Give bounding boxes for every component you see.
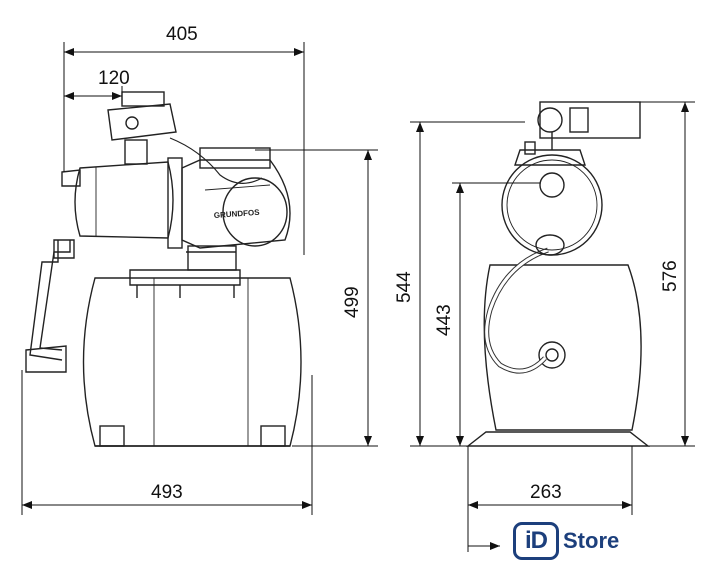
dim-405: 405: [166, 24, 198, 45]
dim-263: 263: [530, 482, 562, 503]
dim-544: 544: [394, 271, 415, 303]
idstore-logo: iD Store: [513, 520, 633, 562]
pressure-tank-side: [82, 277, 302, 447]
dim-493: 493: [151, 482, 183, 503]
dimension-lines: [21, 42, 695, 552]
dim-499: 499: [342, 286, 363, 318]
dim-576: 576: [660, 260, 681, 292]
dim-120: 120: [98, 68, 130, 89]
pressure-switch-front: [524, 101, 641, 155]
connection-hose: [25, 239, 75, 373]
dim-443: 443: [434, 304, 455, 336]
logo-word: Store: [563, 528, 620, 553]
pump-front: [501, 149, 603, 256]
side-view: [25, 91, 302, 447]
front-view: [465, 101, 651, 447]
power-cable: [169, 137, 263, 184]
brand-label: GRUNDFOS: [214, 208, 261, 220]
pump-body: [61, 157, 183, 249]
motor: [181, 147, 291, 271]
logo-mark: iD: [513, 522, 559, 560]
mounting-bracket: [129, 269, 241, 298]
pressure-tank-front: [465, 264, 651, 447]
pressure-switch: [107, 91, 177, 165]
